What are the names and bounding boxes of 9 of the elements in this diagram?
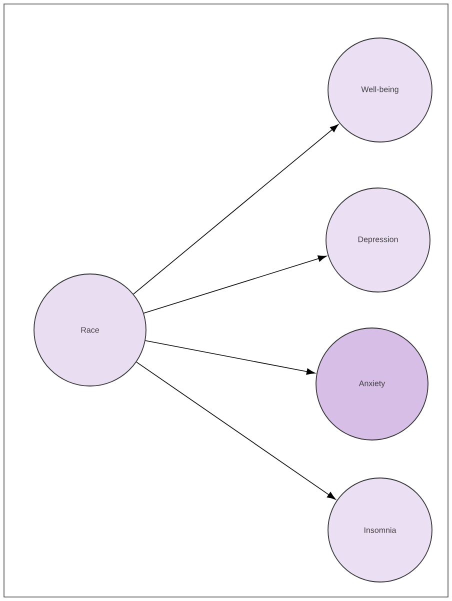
arrow [145, 340, 316, 375]
arrow [136, 362, 336, 500]
circle-node: Well-being [328, 38, 432, 142]
circle-node: Insomnia [328, 478, 432, 582]
circle-node: Anxiety [316, 328, 428, 440]
arrow [133, 124, 339, 294]
circle-node: Depression [326, 188, 430, 292]
arrow [143, 255, 327, 314]
circle-node: Race [34, 274, 146, 386]
